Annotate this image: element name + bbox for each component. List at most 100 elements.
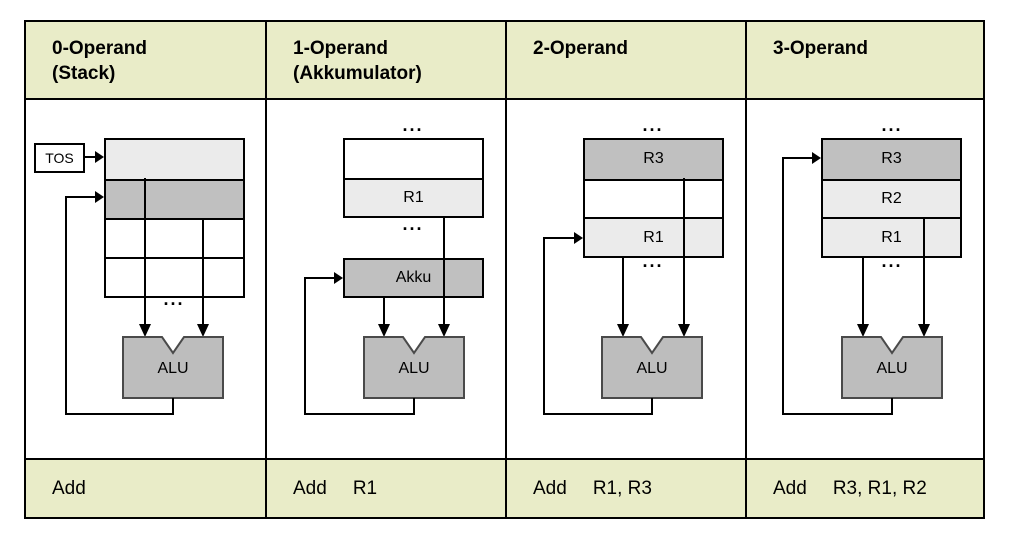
akku-label: Akku — [345, 260, 482, 296]
operand-bus-line — [443, 218, 445, 326]
footer-band — [26, 460, 983, 517]
tos-box: TOS — [34, 143, 85, 173]
column-header-3-operand: 3-Operand — [773, 36, 983, 61]
instruction-example-3: Add R3, R1, R2 — [773, 460, 927, 517]
mnemonic: Add — [293, 477, 327, 499]
mnemonic: Add — [773, 477, 807, 499]
alu: ALU — [363, 336, 465, 399]
tos-label: TOS — [45, 150, 74, 166]
stack-cell — [106, 179, 243, 218]
stack-registers — [104, 138, 245, 298]
alu-input-arrow-icon — [617, 324, 629, 337]
alu-label: ALU — [398, 360, 430, 377]
alu-output-line — [651, 398, 653, 415]
alu: ALU — [601, 336, 703, 399]
feedback-line — [543, 413, 653, 415]
mnemonic: Add — [533, 477, 567, 499]
feedback-line — [65, 196, 97, 198]
column-divider — [265, 22, 267, 517]
register-cell — [345, 140, 482, 178]
alu-shape — [363, 336, 465, 399]
register-cell-r1: R1 — [823, 217, 960, 256]
header-band — [26, 22, 983, 98]
table-frame: 0-Operand (Stack) 1-Operand (Akkumulator… — [24, 20, 985, 519]
register-cell-r2: R2 — [823, 178, 960, 218]
alu-input-arrow-icon — [678, 324, 690, 337]
ellipsis: ... — [881, 251, 903, 271]
feedback-line — [782, 413, 893, 415]
alu-input-arrow-icon — [378, 324, 390, 337]
feedback-line — [65, 413, 174, 415]
feedback-arrow-icon — [95, 191, 104, 203]
column-header-1-operand: 1-Operand (Akkumulator) — [293, 36, 503, 86]
register-file: R1 — [343, 138, 484, 218]
header-line1: 3-Operand — [773, 38, 869, 59]
alu-output-line — [172, 398, 174, 415]
operand-bus-line — [383, 298, 385, 326]
alu: ALU — [122, 336, 224, 399]
register-cell-r1: R1 — [345, 178, 482, 216]
footer-separator — [26, 458, 983, 460]
feedback-line — [304, 277, 306, 415]
register-cell-r3: R3 — [823, 140, 960, 179]
alu-shape — [122, 336, 224, 399]
operand-bus-line — [144, 178, 146, 326]
column-header-2-operand: 2-Operand — [533, 36, 743, 61]
alu-shape — [841, 336, 943, 399]
operands: R1 — [352, 477, 378, 499]
alu-input-arrow-icon — [438, 324, 450, 337]
alu-output-line — [413, 398, 415, 415]
akku-register: Akku — [343, 258, 484, 298]
instruction-example-1: Add R1 — [293, 460, 377, 517]
operand-bus-line — [622, 258, 624, 326]
register-cell-r3: R3 — [585, 140, 722, 179]
operands: R3, R1, R2 — [832, 477, 927, 499]
instruction-example-2: Add R1, R3 — [533, 460, 652, 517]
alu: ALU — [841, 336, 943, 399]
stack-cell — [106, 218, 243, 257]
register-file: R3 R1 — [583, 138, 724, 258]
feedback-line — [543, 237, 576, 239]
ellipsis: ... — [402, 214, 424, 234]
instruction-example-0: Add — [52, 460, 112, 517]
column-divider — [505, 22, 507, 517]
operand-bus-line — [862, 258, 864, 326]
register-cell-r1: R1 — [585, 217, 722, 256]
alu-label: ALU — [876, 360, 908, 377]
operand-bus-line — [923, 218, 925, 326]
alu-input-arrow-icon — [918, 324, 930, 337]
register-file: R3 R2 R1 — [821, 138, 962, 258]
feedback-arrow-icon — [334, 272, 343, 284]
feedback-line — [65, 196, 67, 415]
alu-output-line — [891, 398, 893, 415]
alu-input-arrow-icon — [197, 324, 209, 337]
operands: R1, R3 — [592, 477, 652, 499]
mnemonic: Add — [52, 477, 86, 499]
feedback-line — [782, 157, 814, 159]
ellipsis: ... — [881, 115, 903, 135]
operand-bus-line — [683, 178, 685, 326]
alu-input-arrow-icon — [139, 324, 151, 337]
alu-shape — [601, 336, 703, 399]
alu-input-arrow-icon — [857, 324, 869, 337]
header-line2: (Stack) — [52, 63, 116, 84]
feedback-line — [543, 237, 545, 415]
header-separator — [26, 98, 983, 100]
header-line1: 0-Operand — [52, 38, 148, 59]
feedback-line — [304, 277, 336, 279]
header-line2: (Akkumulator) — [293, 63, 422, 84]
header-line1: 1-Operand — [293, 38, 389, 59]
stack-cell — [106, 140, 243, 179]
feedback-arrow-icon — [574, 232, 583, 244]
tos-arrow-icon — [95, 151, 104, 163]
ellipsis: ... — [642, 115, 664, 135]
alu-label: ALU — [636, 360, 668, 377]
ellipsis: ... — [163, 289, 185, 309]
operand-bus-line — [202, 218, 204, 326]
column-divider — [745, 22, 747, 517]
alu-label: ALU — [157, 360, 189, 377]
feedback-line — [304, 413, 415, 415]
register-cell — [585, 178, 722, 218]
column-header-0-operand: 0-Operand (Stack) — [52, 36, 262, 86]
feedback-line — [782, 157, 784, 415]
